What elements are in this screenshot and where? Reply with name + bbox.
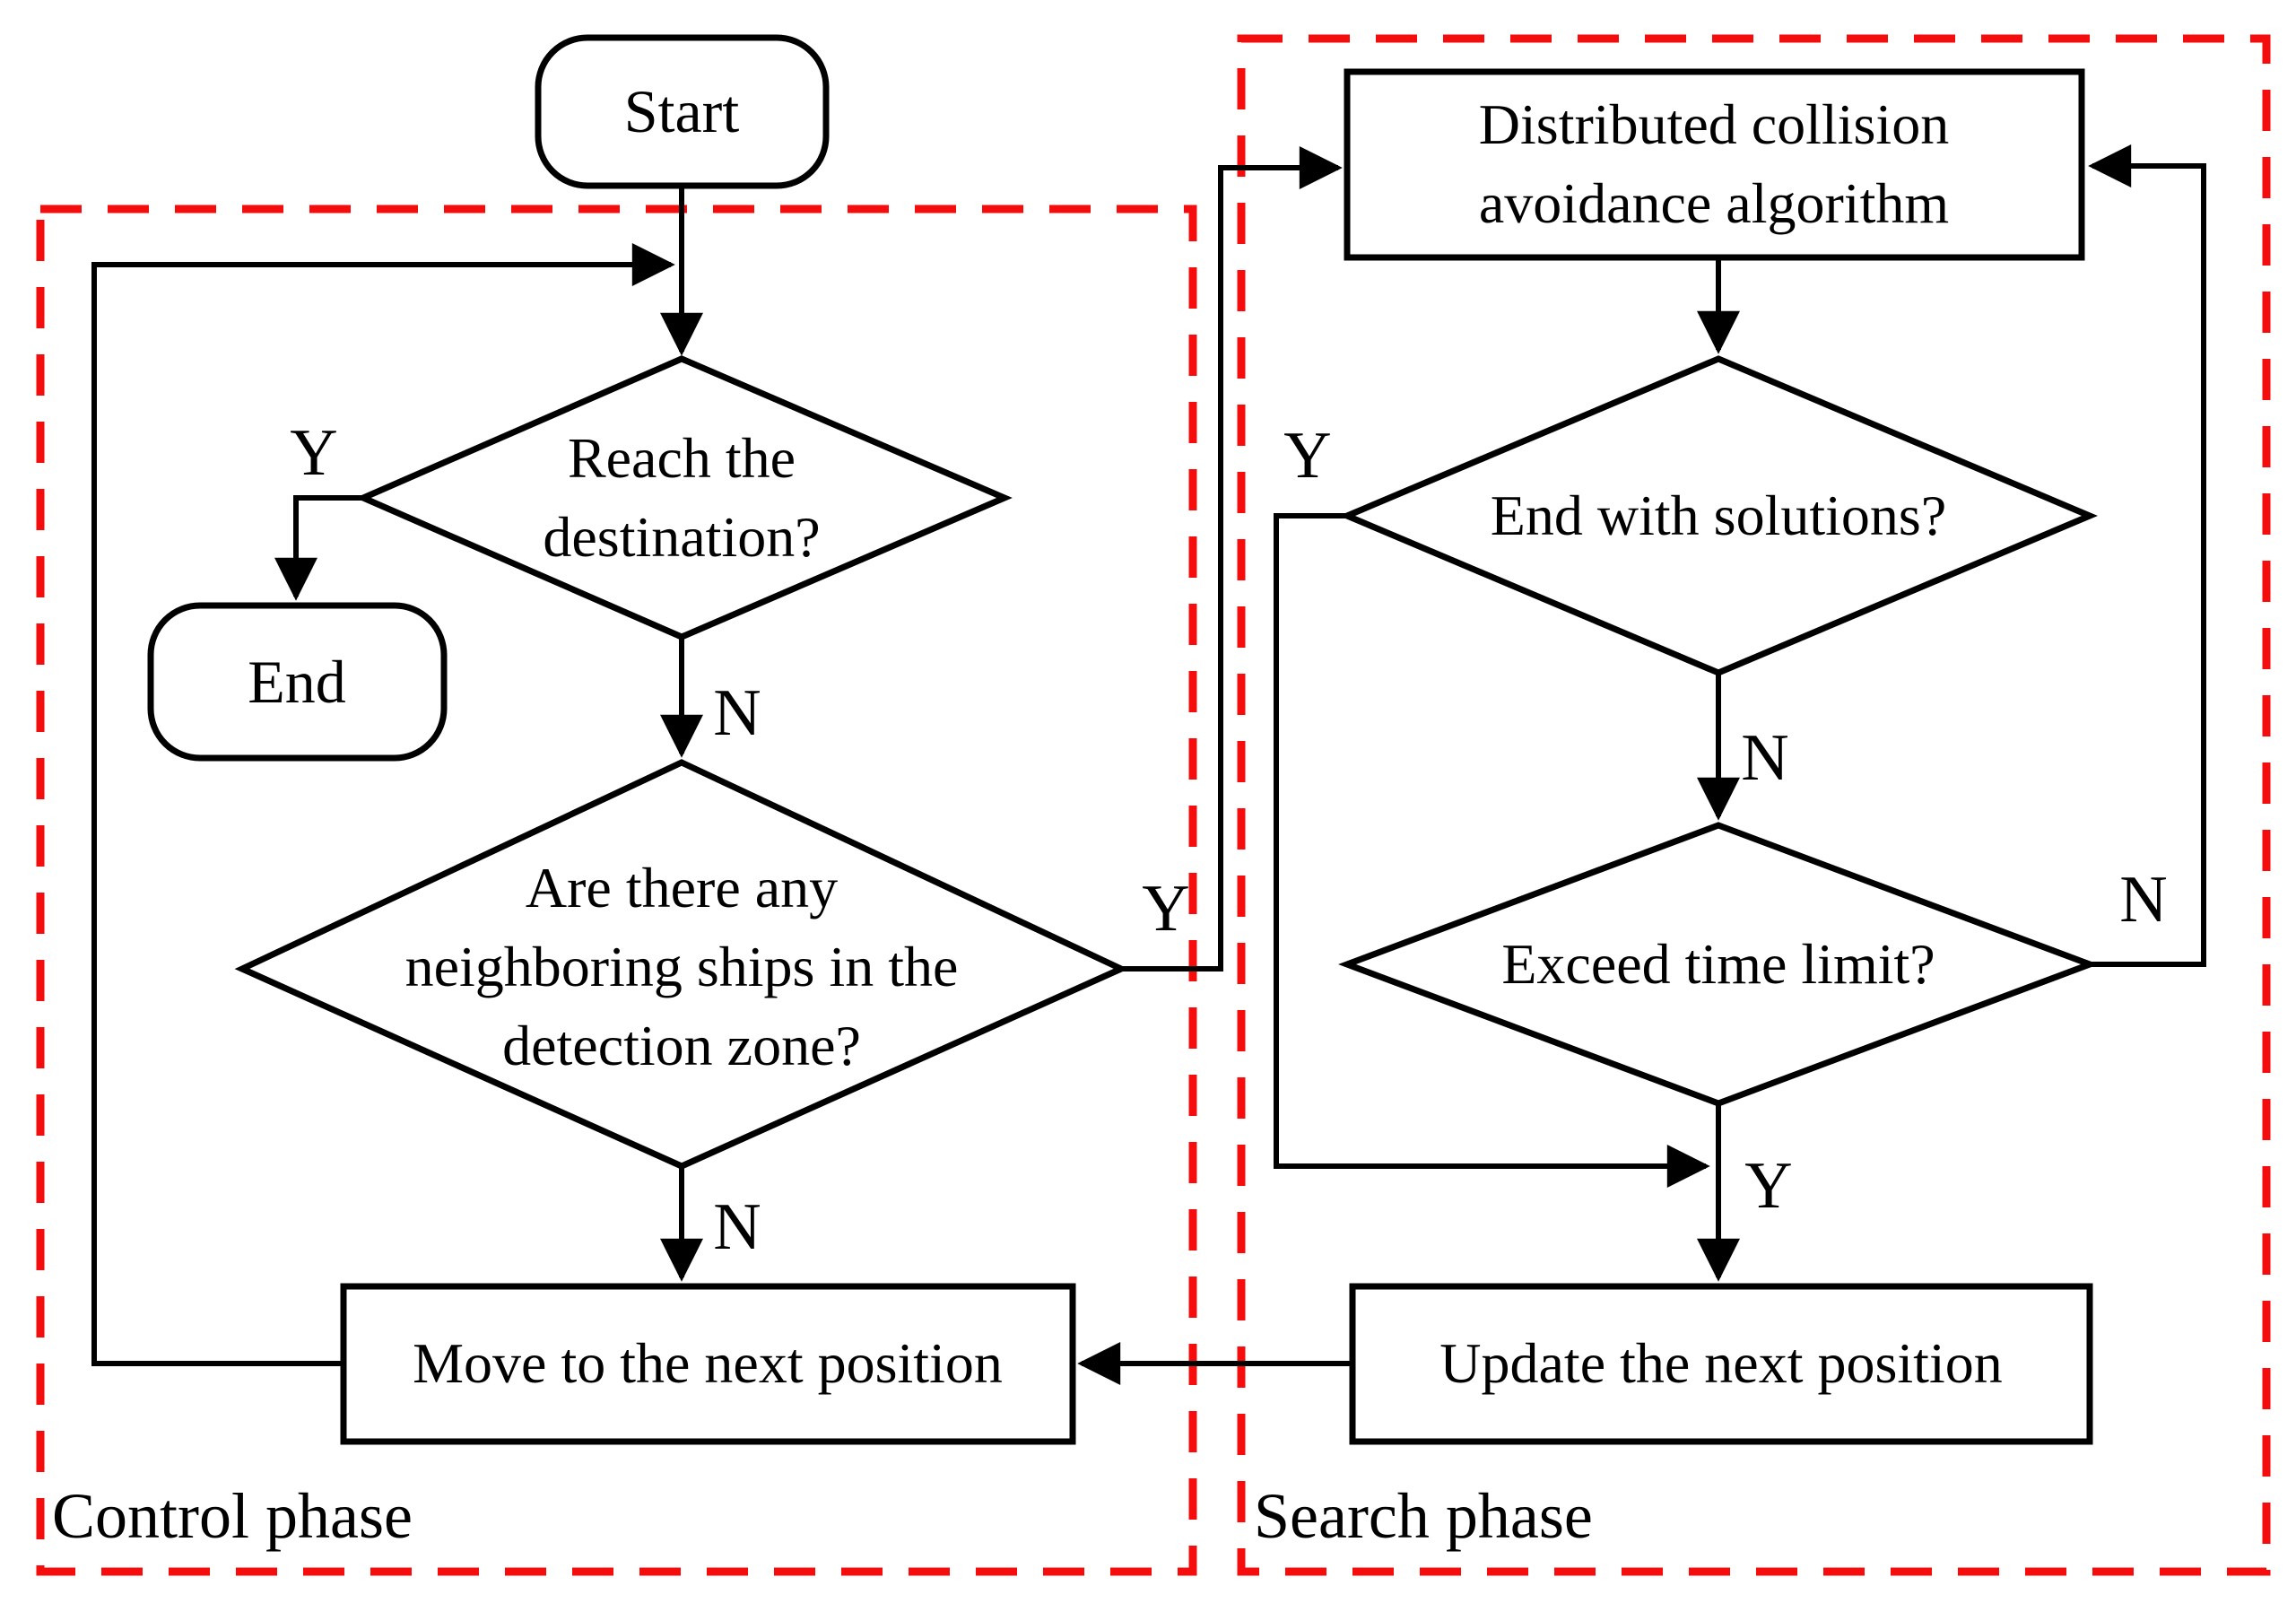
exceed-time-limit-diamond: [1338, 822, 2099, 1107]
distributed-algorithm-box: [1344, 68, 2085, 261]
end-node-label: End: [248, 648, 346, 716]
neighboring-ships-line-1: Are there any: [525, 856, 839, 919]
exceed-time-limit-label: Exceed time limit?: [1501, 932, 1935, 996]
neighboring-ships-label: Are there any neighboring ships in the d…: [405, 849, 959, 1085]
start-node-label: Start: [623, 77, 740, 145]
ships-no-label: N: [713, 1190, 761, 1264]
reach-destination-label: Reach the destination?: [543, 419, 820, 577]
solutions-yes-label: Y: [1283, 419, 1332, 492]
control-phase-label: Control phase: [52, 1480, 413, 1552]
time-yes-label: Y: [1744, 1149, 1793, 1223]
solutions-no-label: N: [1741, 721, 1789, 795]
reach-no-label: N: [713, 676, 761, 750]
arrow-time-no-loop-to-distributed: [2088, 144, 2206, 967]
reach-destination-line-2: destination?: [543, 505, 821, 569]
arrow-move-loop-to-top: [91, 243, 675, 1366]
ships-yes-label: Y: [1142, 872, 1190, 945]
control-phase-box: [36, 205, 1197, 1576]
reach-yes-label: Y: [290, 416, 338, 490]
move-next-box: [340, 1283, 1076, 1445]
neighboring-ships-line-3: detection zone?: [502, 1014, 861, 1077]
end-with-solutions-label: End with solutions?: [1490, 484, 1947, 547]
update-next-box: [1349, 1283, 2093, 1445]
end-with-solutions-diamond: [1339, 355, 2098, 676]
arrow-solutions-yes-merge: [1274, 513, 1710, 1188]
neighboring-ships-diamond: [234, 759, 1129, 1170]
time-no-label: N: [2119, 863, 2168, 937]
end-node-shape: [147, 602, 448, 762]
search-phase-label: Search phase: [1254, 1480, 1593, 1552]
reach-destination-diamond: [355, 355, 1013, 640]
start-node-shape: [535, 34, 830, 189]
reach-destination-line-1: Reach the: [567, 426, 796, 490]
flow-ink: [91, 34, 2206, 1445]
neighboring-ships-line-2: neighboring ships in the: [404, 935, 959, 998]
arrow-reach-yes-to-end: [274, 495, 363, 601]
distributed-algorithm-line-1: Distributed collision: [1478, 92, 1950, 156]
update-next-label: Update the next position: [1439, 1331, 2003, 1395]
distributed-algorithm-label: Distributed collision avoidance algorith…: [1479, 85, 1949, 243]
arrow-ships-yes-to-distributed: [1121, 146, 1343, 972]
distributed-algorithm-line-2: avoidance algorithm: [1478, 171, 1950, 235]
move-next-label: Move to the next position: [413, 1331, 1003, 1395]
